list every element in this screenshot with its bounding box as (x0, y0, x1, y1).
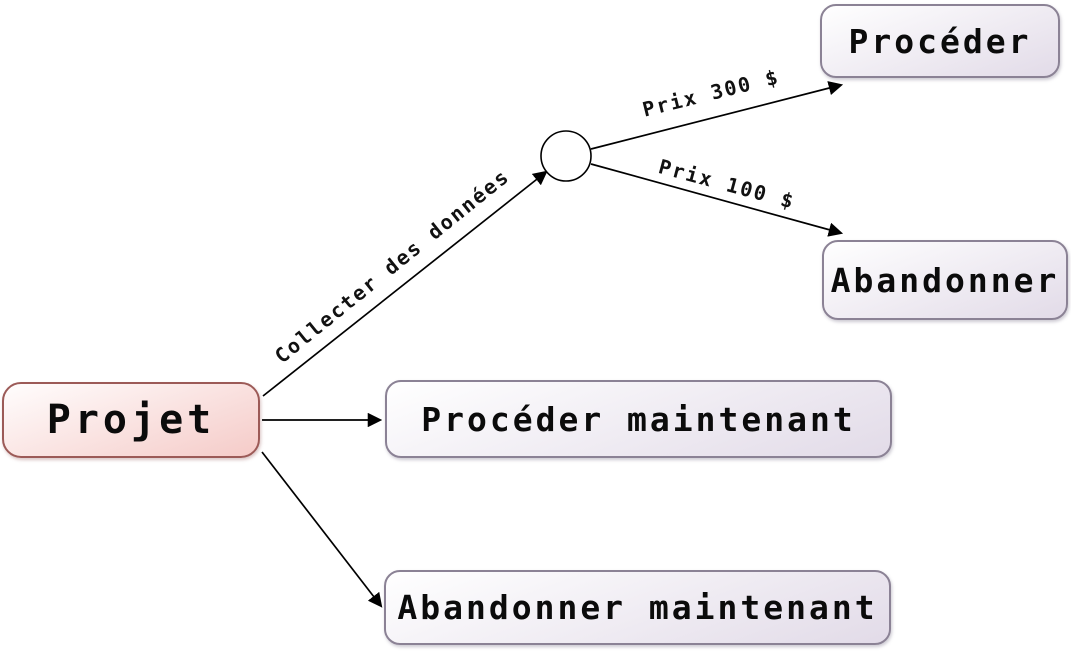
node-proceder-label: Procéder (848, 21, 1032, 61)
node-proceder: Procéder (820, 4, 1060, 78)
node-proceder-maintenant-label: Procéder maintenant (421, 399, 856, 439)
edge-chance-abandonner (590, 163, 844, 237)
node-projet: Projet (2, 382, 260, 458)
edge-projet-chance (262, 170, 548, 397)
node-abandonner-label: Abandonner (830, 260, 1060, 300)
node-projet-label: Projet (46, 397, 216, 443)
node-abandonner: Abandonner (822, 240, 1068, 320)
node-abandonner-maintenant-label: Abandonner maintenant (397, 588, 878, 627)
edge-chance-proceder (590, 81, 844, 150)
chance-node-circle (540, 130, 592, 182)
node-proceder-maintenant: Procéder maintenant (385, 380, 892, 458)
node-abandonner-maintenant: Abandonner maintenant (384, 570, 891, 645)
edge-projet-abandonner-maintenant (261, 451, 383, 608)
